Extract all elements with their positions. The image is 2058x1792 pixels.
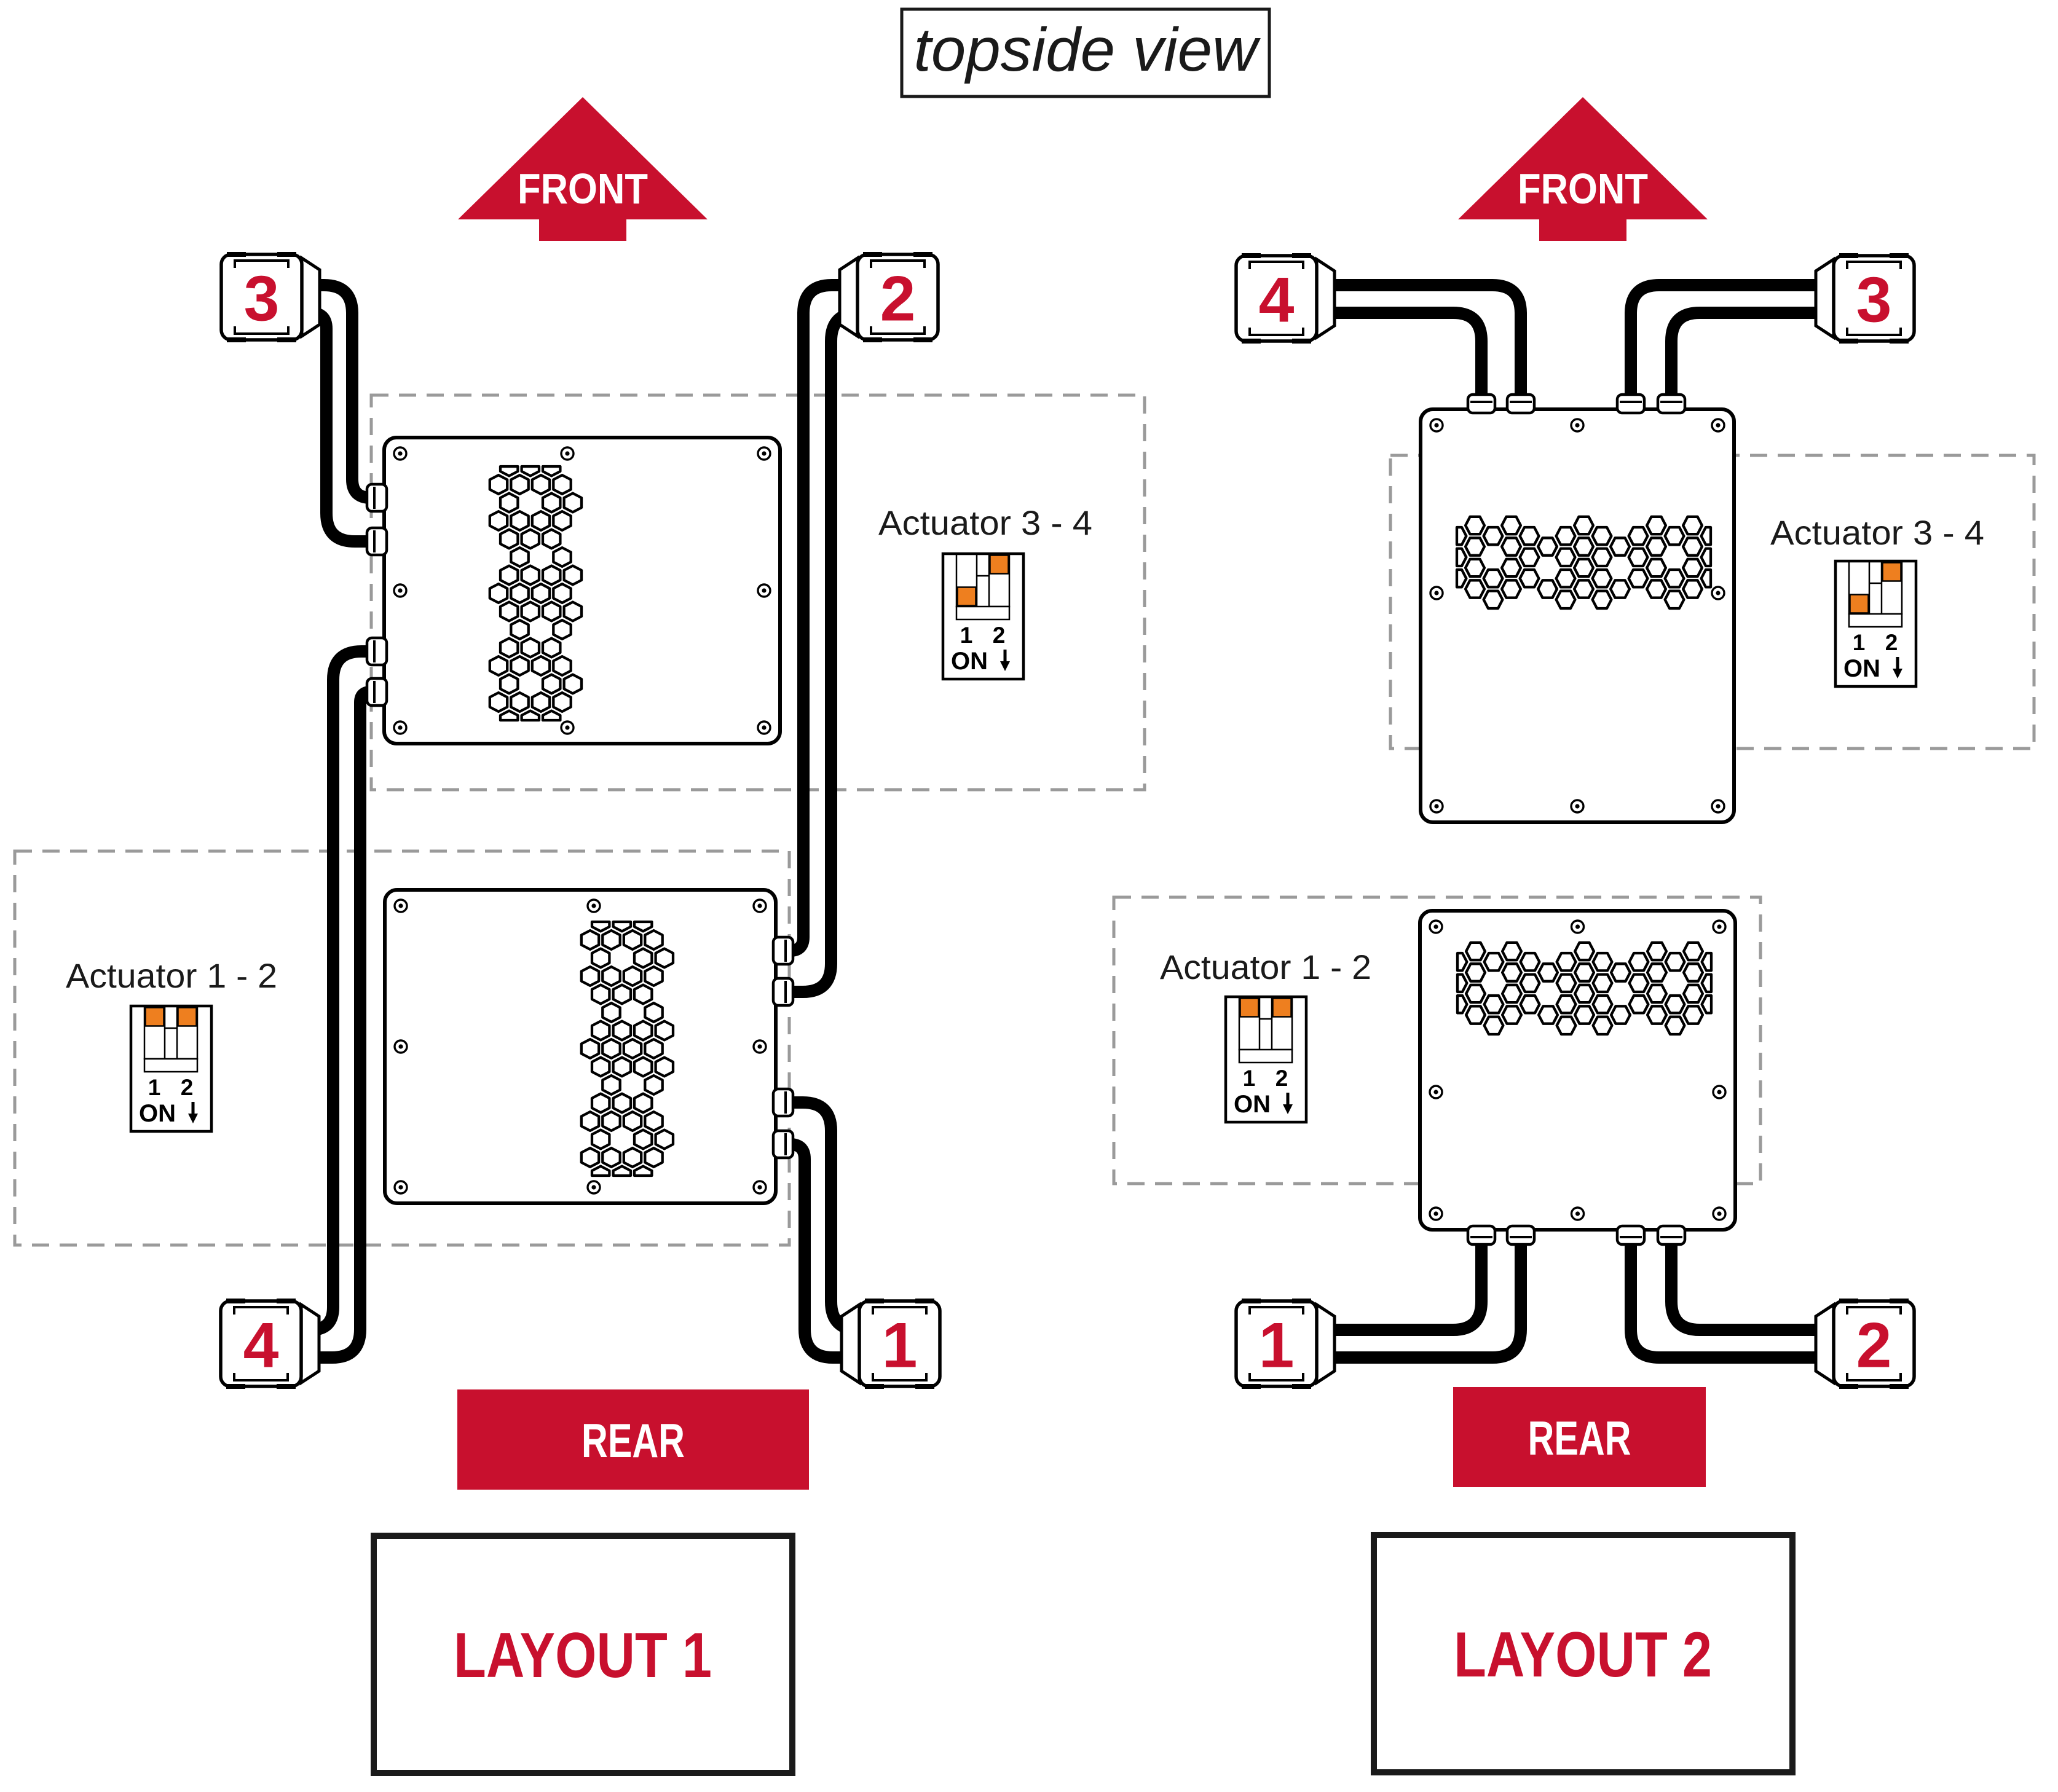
svg-text:REAR: REAR [1528, 1411, 1631, 1465]
svg-text:ON: ON [1843, 655, 1880, 682]
svg-text:FRONT: FRONT [518, 165, 648, 213]
svg-text:ON: ON [1234, 1091, 1271, 1118]
svg-text:REAR: REAR [582, 1413, 685, 1468]
svg-text:2: 2 [1275, 1066, 1288, 1091]
svg-text:4: 4 [1259, 265, 1295, 336]
svg-text:Actuator 1 - 2: Actuator 1 - 2 [1160, 948, 1371, 986]
svg-text:1: 1 [1243, 1066, 1256, 1091]
svg-text:1: 1 [882, 1310, 918, 1381]
svg-text:ON: ON [139, 1100, 176, 1127]
svg-text:1: 1 [1853, 630, 1866, 655]
svg-text:2: 2 [181, 1075, 194, 1100]
svg-text:3: 3 [1856, 265, 1892, 336]
svg-text:4: 4 [243, 1310, 279, 1381]
svg-text:ON: ON [951, 648, 988, 675]
svg-text:Actuator 3 - 4: Actuator 3 - 4 [1770, 513, 1984, 552]
svg-text:1: 1 [148, 1075, 161, 1100]
svg-text:topside view: topside view [914, 15, 1261, 84]
svg-text:Actuator 3 - 4: Actuator 3 - 4 [878, 503, 1092, 542]
svg-text:FRONT: FRONT [1518, 165, 1648, 213]
svg-text:1: 1 [1259, 1310, 1295, 1381]
svg-text:2: 2 [1856, 1310, 1892, 1381]
svg-text:3: 3 [244, 264, 280, 335]
svg-text:2: 2 [880, 264, 916, 335]
svg-text:Actuator 1 - 2: Actuator 1 - 2 [66, 956, 277, 995]
svg-text:2: 2 [1885, 630, 1898, 655]
svg-text:2: 2 [993, 623, 1006, 648]
svg-text:LAYOUT 2: LAYOUT 2 [1454, 1619, 1712, 1691]
svg-text:LAYOUT 1: LAYOUT 1 [454, 1620, 712, 1691]
svg-text:1: 1 [960, 623, 973, 648]
